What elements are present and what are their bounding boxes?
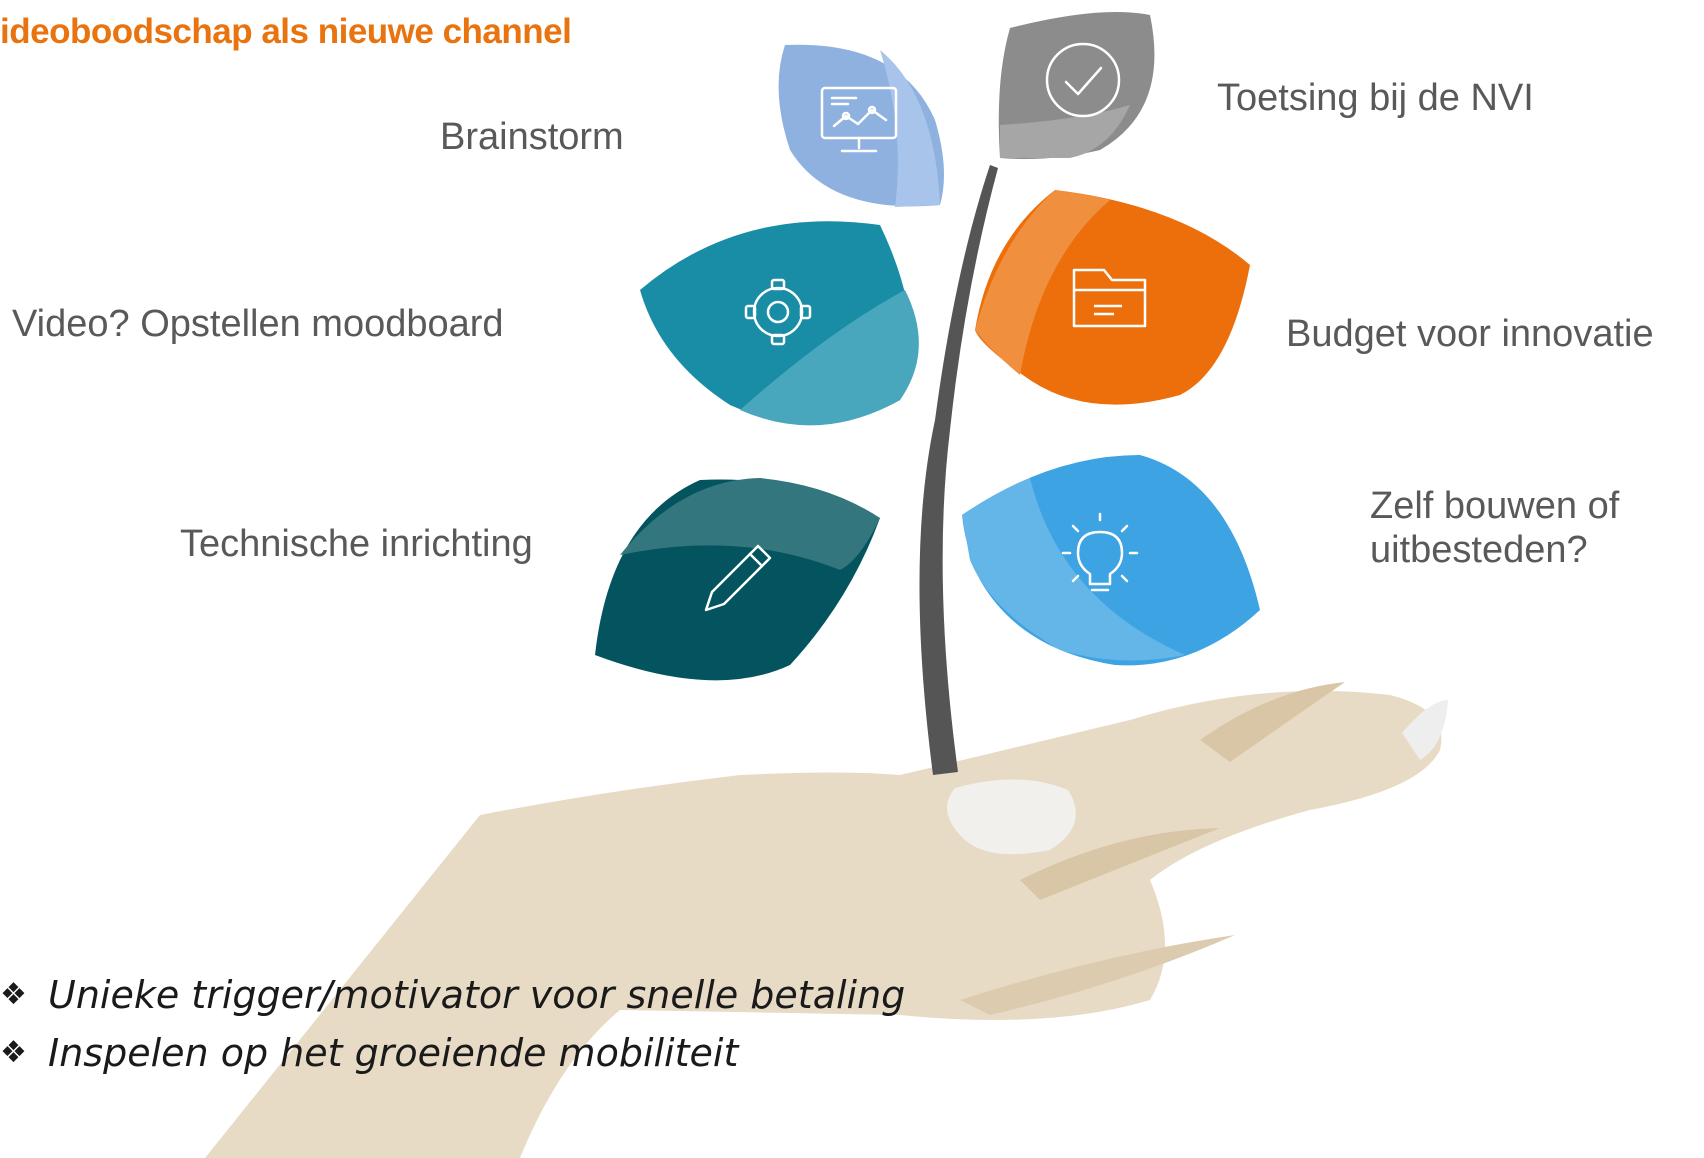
slide-subtitle: ideoboodschap als nieuwe channel: [0, 12, 572, 51]
chart-monitor-icon: [820, 86, 898, 153]
label-technisch: Technische inrichting: [180, 523, 533, 565]
hand-illustration: [205, 682, 1448, 1158]
diamond-bullet-icon: ❖: [0, 977, 27, 1012]
label-brainstorm: Brainstorm: [440, 116, 624, 158]
bullet-item: ❖ Unieke trigger/motivator voor snelle b…: [0, 966, 905, 1024]
bullet-text: Unieke trigger/motivator voor snelle bet…: [48, 973, 906, 1017]
fingernail: [1402, 700, 1448, 760]
leaf-zelf[interactable]: [962, 455, 1260, 666]
label-toetsing: Toetsing bij de NVI: [1217, 77, 1534, 119]
leaf-toetsing[interactable]: [998, 11, 1155, 160]
checkmark-circle-icon: [1045, 42, 1121, 118]
leaf-lowlight: [1000, 105, 1130, 158]
gear-icon: [744, 278, 812, 346]
leaf-technisch[interactable]: [595, 478, 880, 681]
hand-shape: [205, 690, 1442, 1158]
pencil-icon: [704, 544, 772, 612]
bullet-list: ❖ Unieke trigger/motivator voor snelle b…: [0, 966, 905, 1082]
lightbulb-icon: [1061, 512, 1139, 592]
folder-icon: [1072, 268, 1147, 328]
hand-crease: [1020, 828, 1220, 900]
diamond-bullet-icon: ❖: [0, 1035, 27, 1070]
leaf-highlight: [975, 190, 1110, 375]
lower-finger: [960, 935, 1235, 1015]
bullet-text: Inspelen op het groeiende mobiliteit: [48, 1031, 739, 1075]
leaf-highlight: [740, 290, 919, 426]
label-zelf-line1: Zelf bouwen of: [1370, 485, 1620, 527]
leaf-highlight: [962, 478, 1185, 661]
label-budget: Budget voor innovatie: [1286, 313, 1654, 355]
finger-shadow: [1200, 682, 1345, 762]
bullet-item: ❖ Inspelen op het groeiende mobiliteit: [0, 1024, 905, 1082]
leaf-video[interactable]: [640, 221, 919, 426]
leaf-brainstorm[interactable]: [778, 44, 944, 207]
label-zelf: Zelf bouwen of uitbesteden?: [1370, 484, 1619, 572]
plant-stem: [919, 165, 998, 775]
label-zelf-line2: uitbesteden?: [1370, 529, 1588, 571]
leaf-budget[interactable]: [975, 190, 1250, 405]
thumbnail: [947, 779, 1076, 855]
leaf-highlight: [620, 478, 880, 570]
label-video: Video? Opstellen moodboard: [12, 303, 504, 345]
